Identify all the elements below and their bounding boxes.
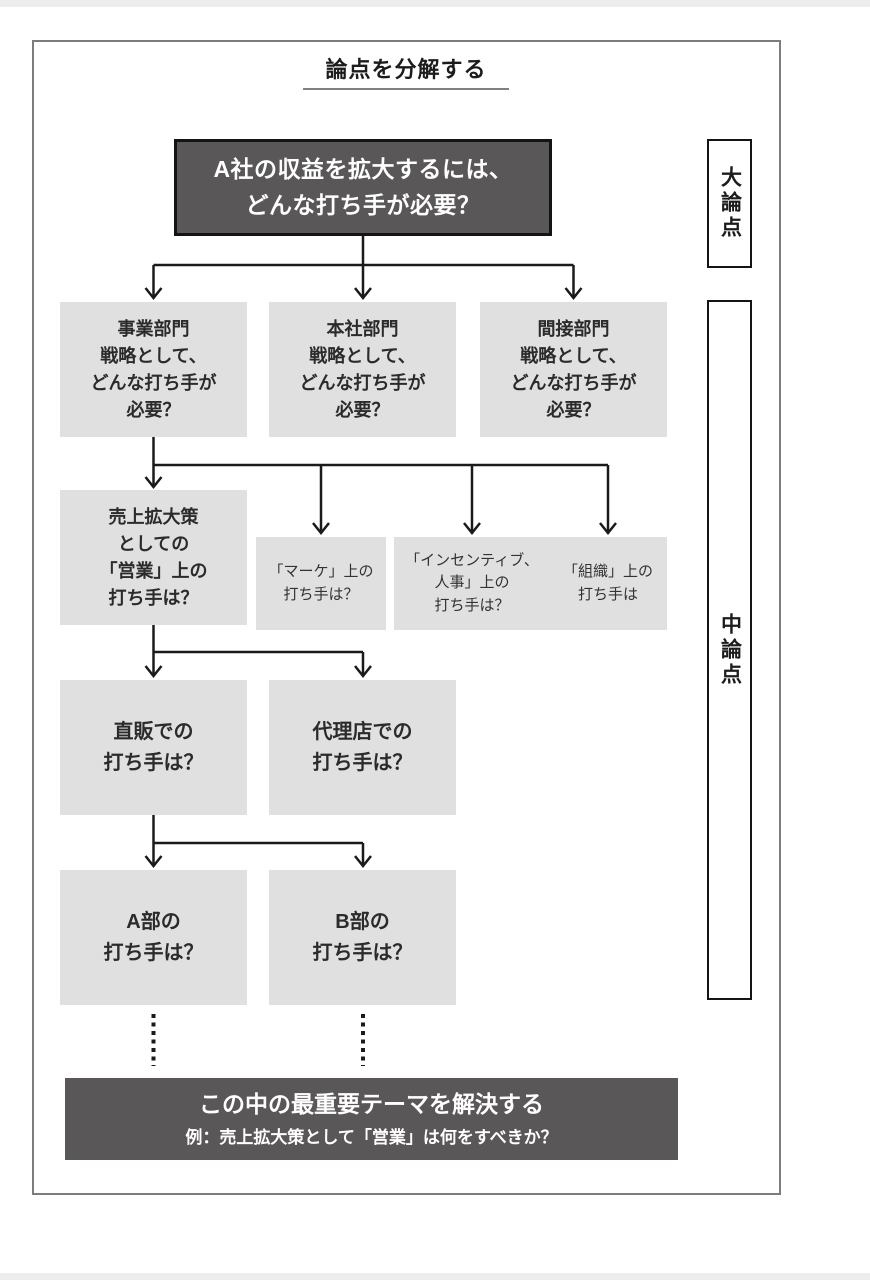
node-indirect-dept: 間接部門 戦略として、 どんな打ち手が 必要？ bbox=[480, 302, 667, 437]
scan-edge-bottom bbox=[0, 1273, 870, 1280]
footer-solution-box: この中の最重要テーマを解決する 例：売上拡大策として「営業」は何をすべきか？ bbox=[65, 1078, 678, 1160]
scan-edge-top bbox=[0, 0, 870, 7]
node-direct-sales: 直販での 打ち手は？ bbox=[60, 680, 247, 815]
node-sales-expansion: 売上拡大策 としての 「営業」上の 打ち手は？ bbox=[60, 490, 247, 625]
node-marketing: 「マーケ」上の 打ち手は？ bbox=[256, 537, 386, 630]
node-business-dept: 事業部門 戦略として、 どんな打ち手が 必要？ bbox=[60, 302, 247, 437]
label-large-issue: 大論点 bbox=[707, 139, 752, 268]
node-dept-b: B部の 打ち手は？ bbox=[269, 870, 456, 1005]
node-root-question: A社の収益を拡大するには、 どんな打ち手が必要？ bbox=[174, 139, 552, 236]
node-incentive-hr: 「インセンティブ、 人事」上の 打ち手は？ bbox=[394, 537, 550, 630]
label-middle-issue: 中論点 bbox=[707, 300, 752, 1000]
node-organization: 「組織」上の 打ち手は bbox=[549, 537, 667, 630]
node-dept-a: A部の 打ち手は？ bbox=[60, 870, 247, 1005]
page-title: 論点を分解する bbox=[303, 48, 509, 90]
footer-heading: この中の最重要テーマを解決する bbox=[199, 1090, 544, 1117]
footer-example: 例：売上拡大策として「営業」は何をすべきか？ bbox=[185, 1128, 558, 1148]
node-head-office-dept: 本社部門 戦略として、 どんな打ち手が 必要？ bbox=[269, 302, 456, 437]
node-agency-sales: 代理店での 打ち手は？ bbox=[269, 680, 456, 815]
